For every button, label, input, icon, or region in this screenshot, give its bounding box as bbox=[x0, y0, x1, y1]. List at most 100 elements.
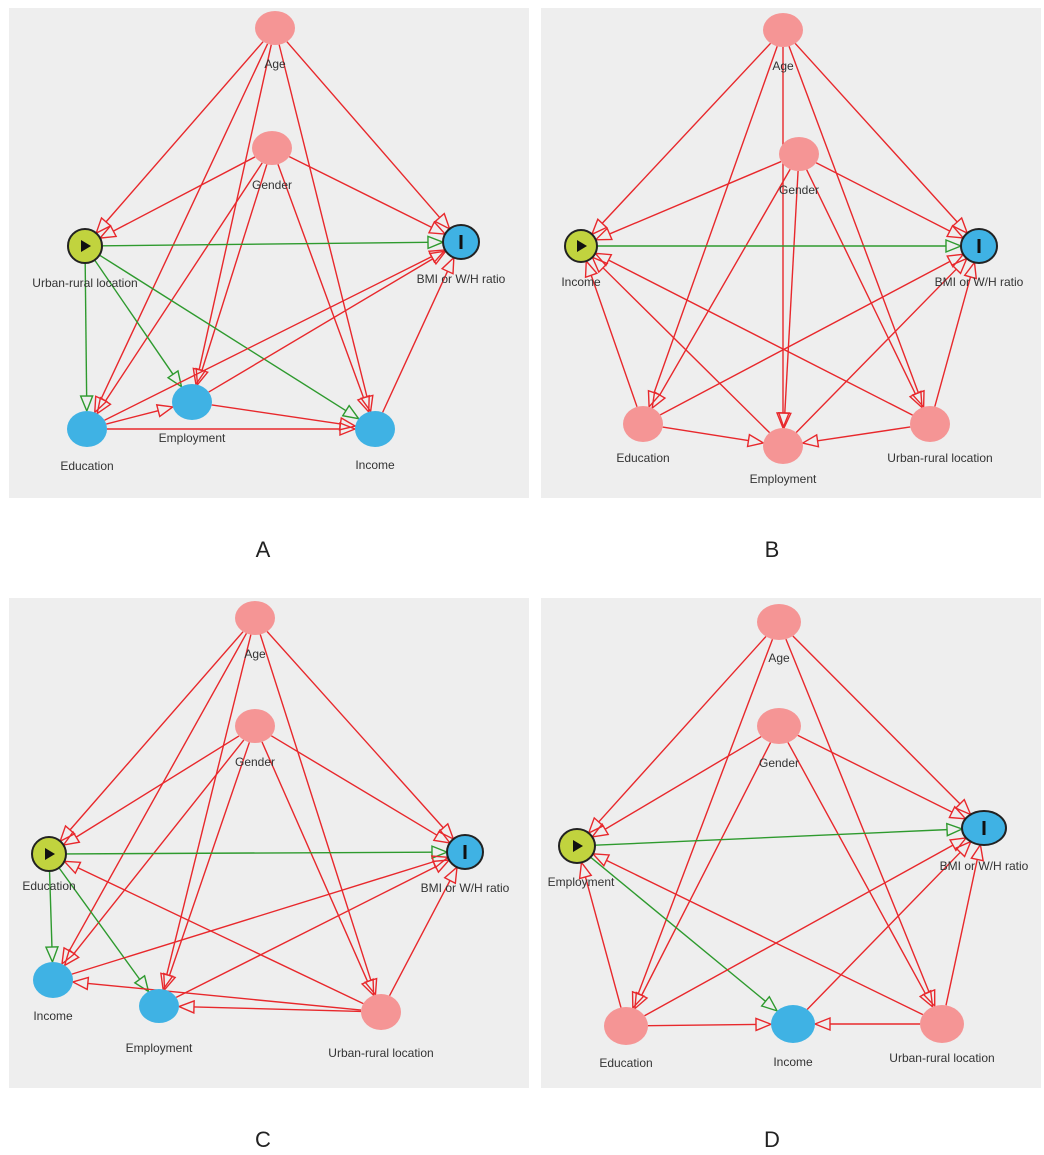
node-exposure: Urban-rural location bbox=[32, 228, 138, 290]
play-icon bbox=[573, 840, 583, 852]
node-employment: Employment bbox=[159, 384, 226, 445]
causal-edge-exposure-to-employment bbox=[58, 867, 150, 994]
node-exposure: Education bbox=[22, 836, 76, 893]
outcome-bar-icon bbox=[459, 235, 463, 249]
node-age: Age bbox=[235, 601, 275, 661]
biasing-edge-gender-to-employment bbox=[163, 742, 251, 992]
causal-edge-exposure-to-education bbox=[79, 262, 94, 413]
biasing-edge-education-to-employment bbox=[662, 426, 766, 448]
biasing-edge-age-to-exposure bbox=[58, 631, 244, 843]
node-age-label: Age bbox=[772, 59, 794, 73]
biasing-edge-education-to-outcome bbox=[644, 836, 968, 1017]
biasing-edge-employment-to-outcome bbox=[795, 257, 969, 433]
play-icon bbox=[81, 240, 91, 252]
node-outcome: BMI or W/H ratio bbox=[940, 810, 1029, 873]
node-outcome: BMI or W/H ratio bbox=[935, 228, 1024, 289]
biasing-edge-urban-to-employment bbox=[177, 999, 362, 1014]
biasing-edge-gender-to-income bbox=[63, 739, 245, 967]
play-icon bbox=[577, 240, 587, 252]
outcome-bar-icon bbox=[982, 821, 986, 835]
node-employment: Employment bbox=[750, 428, 817, 486]
outcome-bar-icon bbox=[977, 239, 981, 253]
biasing-edge-gender-to-urban bbox=[805, 169, 923, 410]
node-income-label: Income bbox=[773, 1055, 813, 1069]
outcome-bar-icon bbox=[463, 845, 467, 859]
biasing-edge-education-to-income bbox=[647, 1017, 773, 1032]
node-gender-shape bbox=[757, 708, 801, 744]
biasing-edge-income-to-outcome bbox=[806, 840, 973, 1010]
causal-edge-exposure-to-outcome bbox=[65, 845, 449, 860]
node-income: Income bbox=[355, 411, 395, 472]
panel-letter-a: A bbox=[255, 537, 271, 562]
node-gender-label: Gender bbox=[252, 178, 292, 192]
biasing-edge-gender-to-employment bbox=[195, 164, 268, 387]
node-education-shape bbox=[67, 411, 107, 447]
causal-edge-exposure-to-employment bbox=[94, 259, 183, 389]
biasing-edge-age-to-exposure bbox=[590, 42, 772, 236]
node-exposure: Employment bbox=[548, 828, 615, 889]
node-employment: Employment bbox=[126, 989, 193, 1055]
biasing-edge-gender-to-exposure bbox=[594, 160, 782, 241]
node-exposure-label: Income bbox=[561, 275, 601, 289]
biasing-edge-employment-to-exposure bbox=[591, 255, 771, 434]
node-age-shape bbox=[763, 13, 803, 47]
node-urban-shape bbox=[920, 1005, 964, 1043]
biasing-edge-education-to-exposure bbox=[584, 259, 638, 408]
play-icon bbox=[45, 848, 55, 860]
biasing-edge-education-to-exposure bbox=[578, 860, 622, 1008]
node-gender-label: Gender bbox=[235, 755, 275, 769]
edge-group bbox=[79, 41, 455, 437]
biasing-edge-urban-to-exposure bbox=[593, 252, 913, 416]
node-urban-label: Urban-rural location bbox=[889, 1051, 994, 1065]
node-age-label: Age bbox=[244, 647, 266, 661]
node-gender: Gender bbox=[252, 131, 292, 192]
biasing-edge-age-to-exposure bbox=[587, 636, 767, 835]
node-income-shape bbox=[33, 962, 73, 998]
node-education: Education bbox=[60, 411, 114, 473]
node-age-label: Age bbox=[264, 57, 286, 71]
biasing-edge-gender-to-income bbox=[277, 163, 370, 414]
biasing-edge-gender-to-education bbox=[96, 162, 263, 416]
node-gender-shape bbox=[235, 709, 275, 743]
biasing-edge-employment-to-outcome bbox=[175, 859, 451, 998]
edge-group bbox=[578, 635, 984, 1032]
node-age: Age bbox=[757, 604, 801, 665]
node-employment-shape bbox=[172, 384, 212, 420]
node-income-shape bbox=[771, 1005, 815, 1043]
biasing-edge-age-to-exposure bbox=[94, 41, 264, 235]
node-education-shape bbox=[623, 406, 663, 442]
biasing-edge-gender-to-urban bbox=[787, 742, 934, 1009]
node-urban: Urban-rural location bbox=[887, 406, 993, 465]
node-urban-label: Urban-rural location bbox=[328, 1046, 433, 1060]
node-employment-shape bbox=[763, 428, 803, 464]
biasing-edge-gender-to-exposure bbox=[61, 735, 240, 847]
biasing-edge-gender-to-exposure bbox=[590, 735, 762, 838]
biasing-edge-employment-to-outcome bbox=[208, 250, 448, 393]
node-employment-label: Employment bbox=[159, 431, 226, 445]
node-urban-label: Urban-rural location bbox=[887, 451, 992, 465]
node-urban-shape bbox=[910, 406, 950, 442]
causal-edge-exposure-to-income bbox=[590, 856, 779, 1013]
node-income: Income bbox=[33, 962, 73, 1023]
node-education-label: Education bbox=[616, 451, 669, 465]
node-income-label: Income bbox=[355, 458, 395, 472]
biasing-edge-income-to-outcome bbox=[382, 255, 455, 413]
biasing-edge-urban-to-exposure bbox=[591, 852, 924, 1016]
biasing-edge-urban-to-outcome bbox=[945, 842, 984, 1006]
node-age-shape bbox=[255, 11, 295, 45]
biasing-edge-gender-to-outcome bbox=[797, 734, 968, 820]
node-education-label: Education bbox=[60, 459, 113, 473]
biasing-edge-age-to-outcome bbox=[266, 631, 455, 841]
node-employment-label: Employment bbox=[750, 472, 817, 486]
node-exposure-label: Employment bbox=[548, 875, 615, 889]
biasing-edge-gender-to-education bbox=[634, 742, 772, 1011]
